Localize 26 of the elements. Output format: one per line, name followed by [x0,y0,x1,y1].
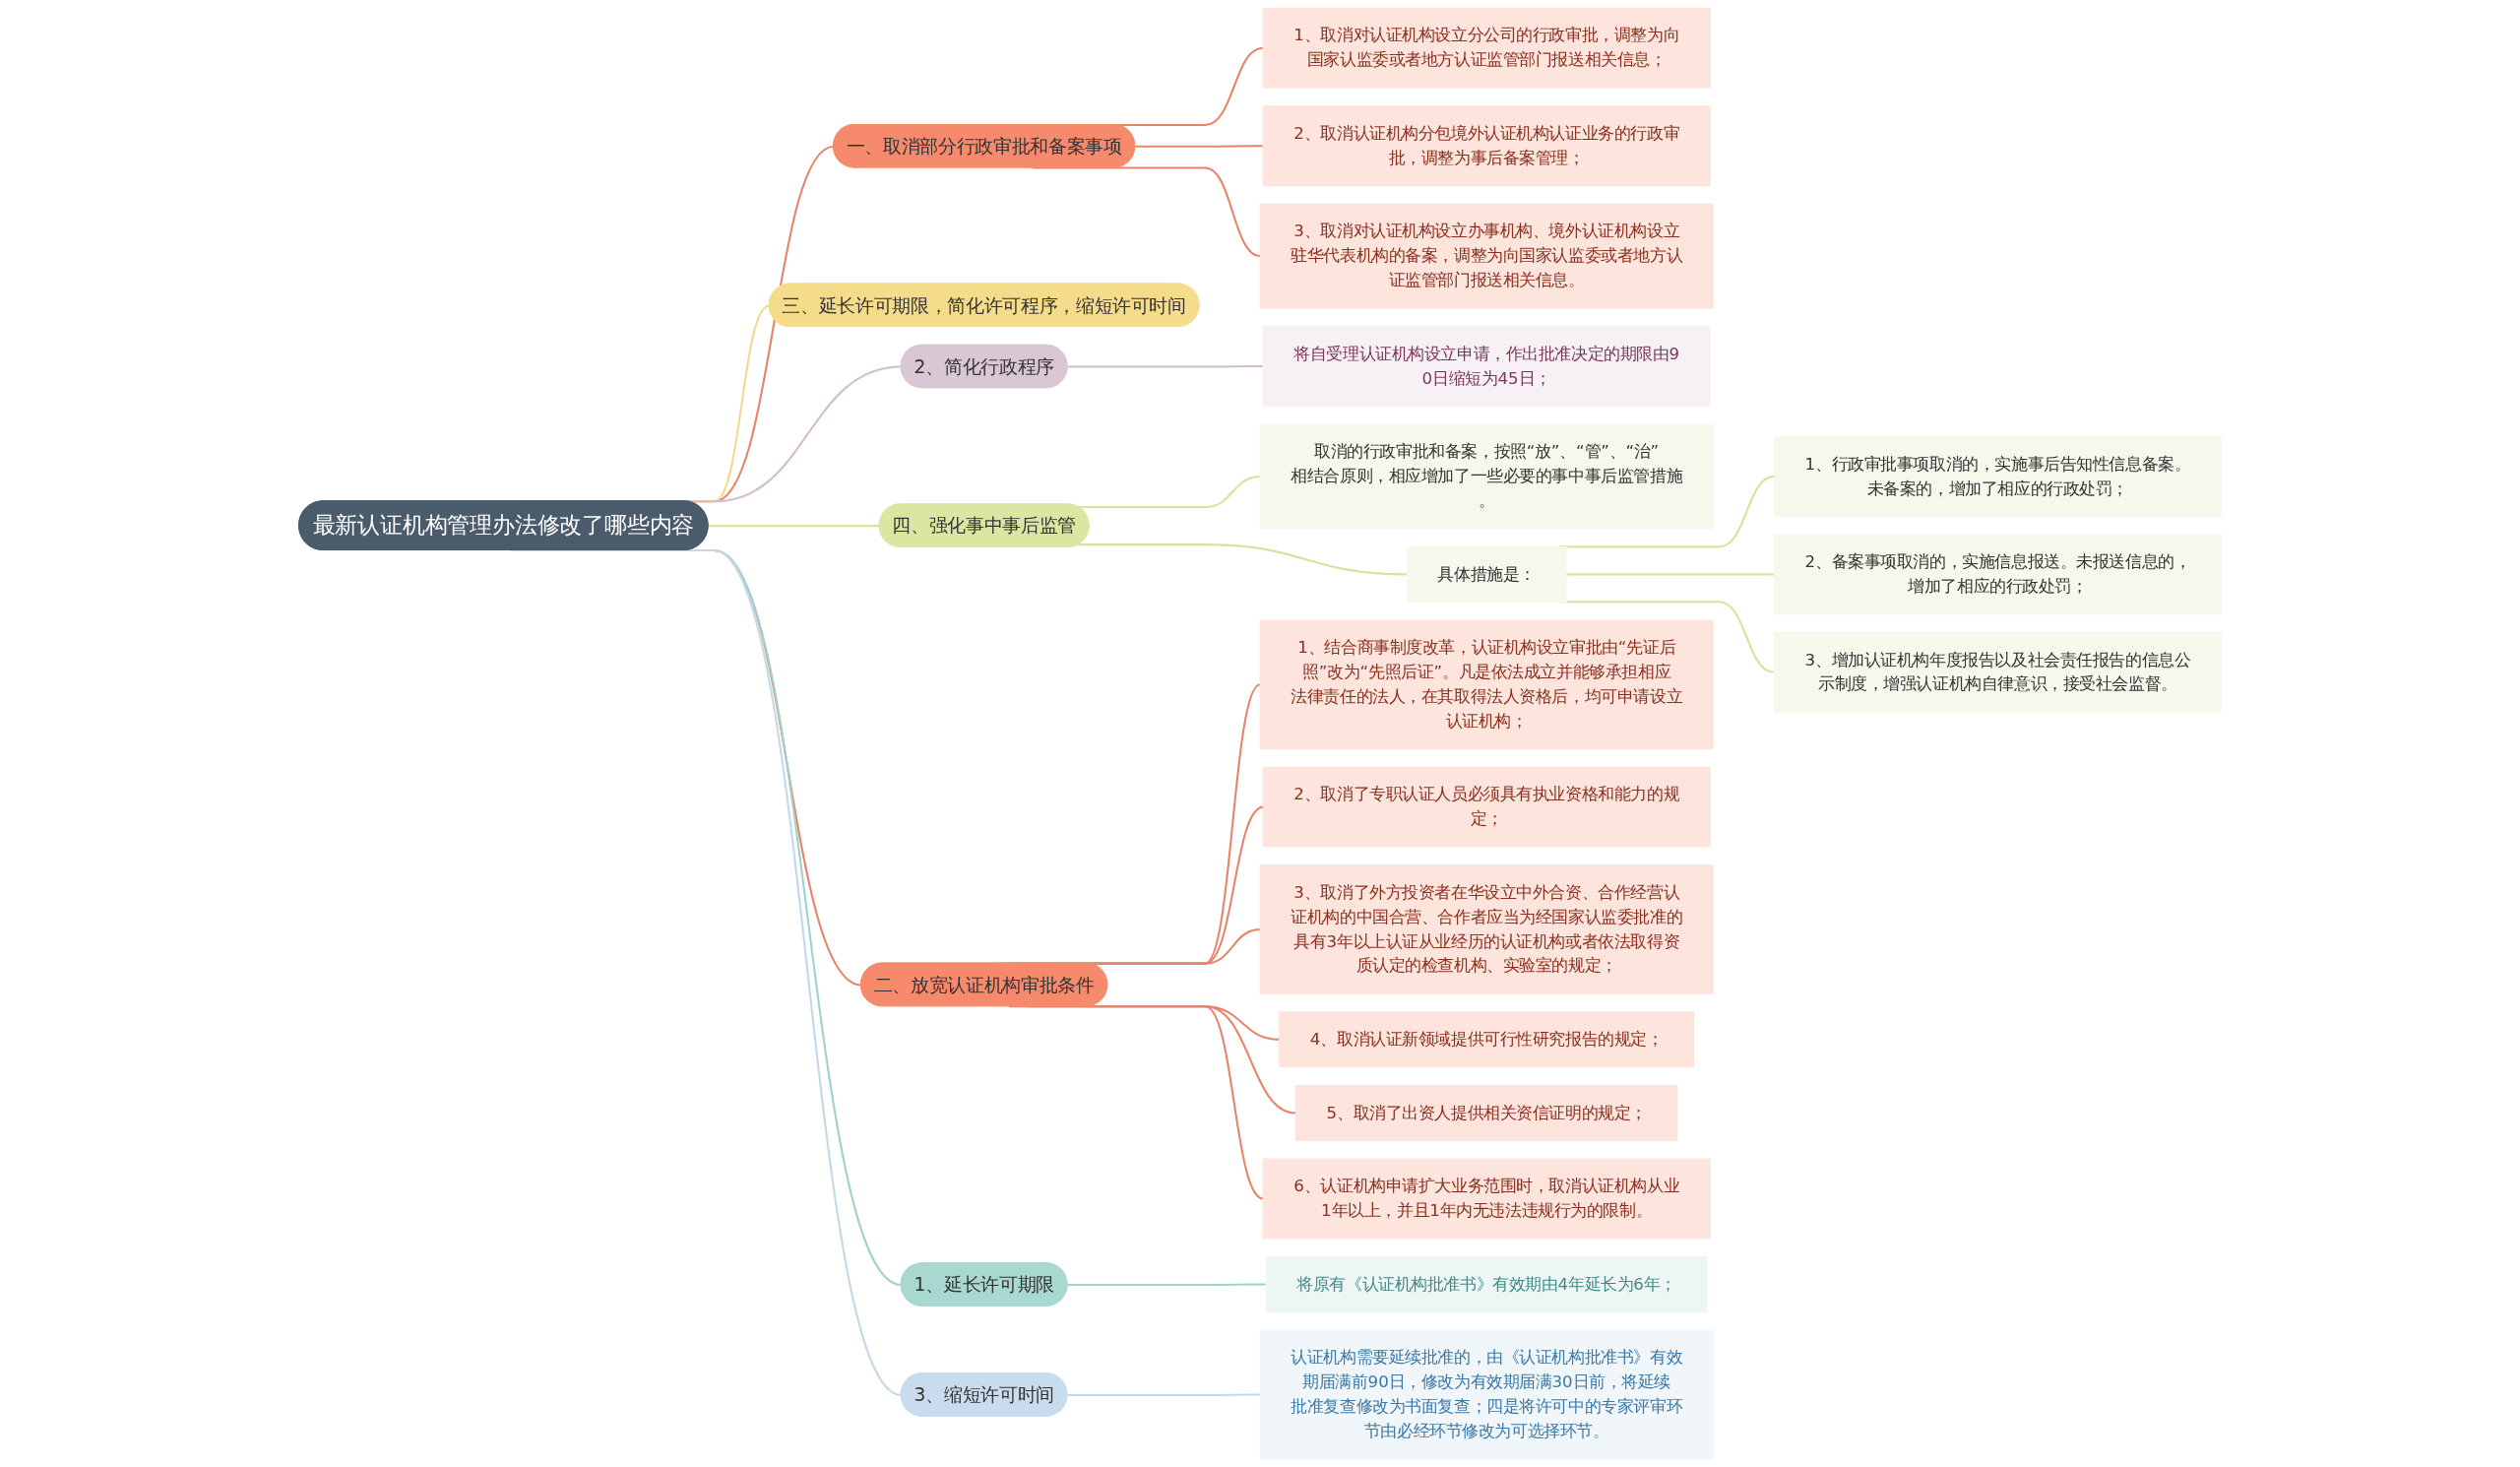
node-box: 3、取消对认证机构设立办事机构、境外认证机构设立驻华代表机构的备案，调整为向国家认监委或者地方认证监管部门报送相关信息。 [1259,203,1714,309]
connector [1078,475,1261,509]
node-box: 1、结合商事制度改革，认证机构设立审批由“先证后照”改为“先照后证”。凡是依法成立并能够承担相应法律责任的法人，在其取得法人资格后，均可申请设立认证机构； [1259,619,1714,750]
node-box: 将自受理认证机构设立申请，作出批准决定的期限由90日缩短为45日； [1262,326,1711,407]
node-box: 将原有《认证机构批准书》有效期由4年延长为6年； [1265,1256,1708,1312]
node-box: 1、行政审批事项取消的，实施事后告知性信息备案。未备案的，增加了相应的行政处罚； [1773,435,2222,517]
node-box: 2、备案事项取消的，实施信息报送。未报送信息的，增加了相应的行政处罚； [1773,534,2222,615]
node-box: 2、取消认证机构分包境外认证机构认证业务的行政审批，调整为事后备案管理； [1262,105,1711,187]
node-box: 6、认证机构申请扩大业务范围时，取消认证机构从业1年以上，并且1年内无违法违规行为的限制。 [1262,1158,1711,1240]
connector [1067,364,1264,368]
connector [1135,145,1264,148]
node-box: 2、取消了专职认证人员必须具有执业资格和能力的规定； [1262,766,1711,848]
node-box: 5、取消了出资人提供相关资信证明的规定； [1294,1084,1678,1141]
node-box: 1、取消对认证机构设立分公司的行政审批，调整为向国家认监委或者地方认证监管部门报送相关信息； [1262,7,1711,89]
node-box: 3、增加认证机构年度报告以及社会责任报告的信息公示制度，增强认证机构自律意识，接受社会监督。 [1773,631,2222,713]
node-box: 3、取消了外方投资者在华设立中外合资、合作经营认证机构的中国合营、合作者应当为经国家认监委批准的具有3年以上认证从业经历的认证机构或者依法取得资质认定的检查机构、实验室的规定； [1259,864,1714,994]
connector [1078,543,1408,576]
node-box: 取消的行政审批和备案，按照“放”、“管”、“治”相结合原则，相应增加了一些必要的事中事后监管措施。 [1259,423,1714,530]
connector [1009,1005,1264,1200]
connector [1067,1393,1261,1396]
node-box: 4、取消认证新领域提供可行性研究报告的规定； [1279,1011,1695,1068]
node-box: 具体措施是： [1406,545,1567,603]
connector [1067,1283,1267,1287]
connector [1566,573,1775,576]
connector [708,525,880,528]
node-box: 认证机构需要延续批准的，由《认证机构批准书》有效期届满前90日，修改为有效期届满30日前，将延续批准复查修改为书面复查；四是将许可中的专家评审环节由必经环节修改为可选择环节。 [1259,1329,1714,1460]
